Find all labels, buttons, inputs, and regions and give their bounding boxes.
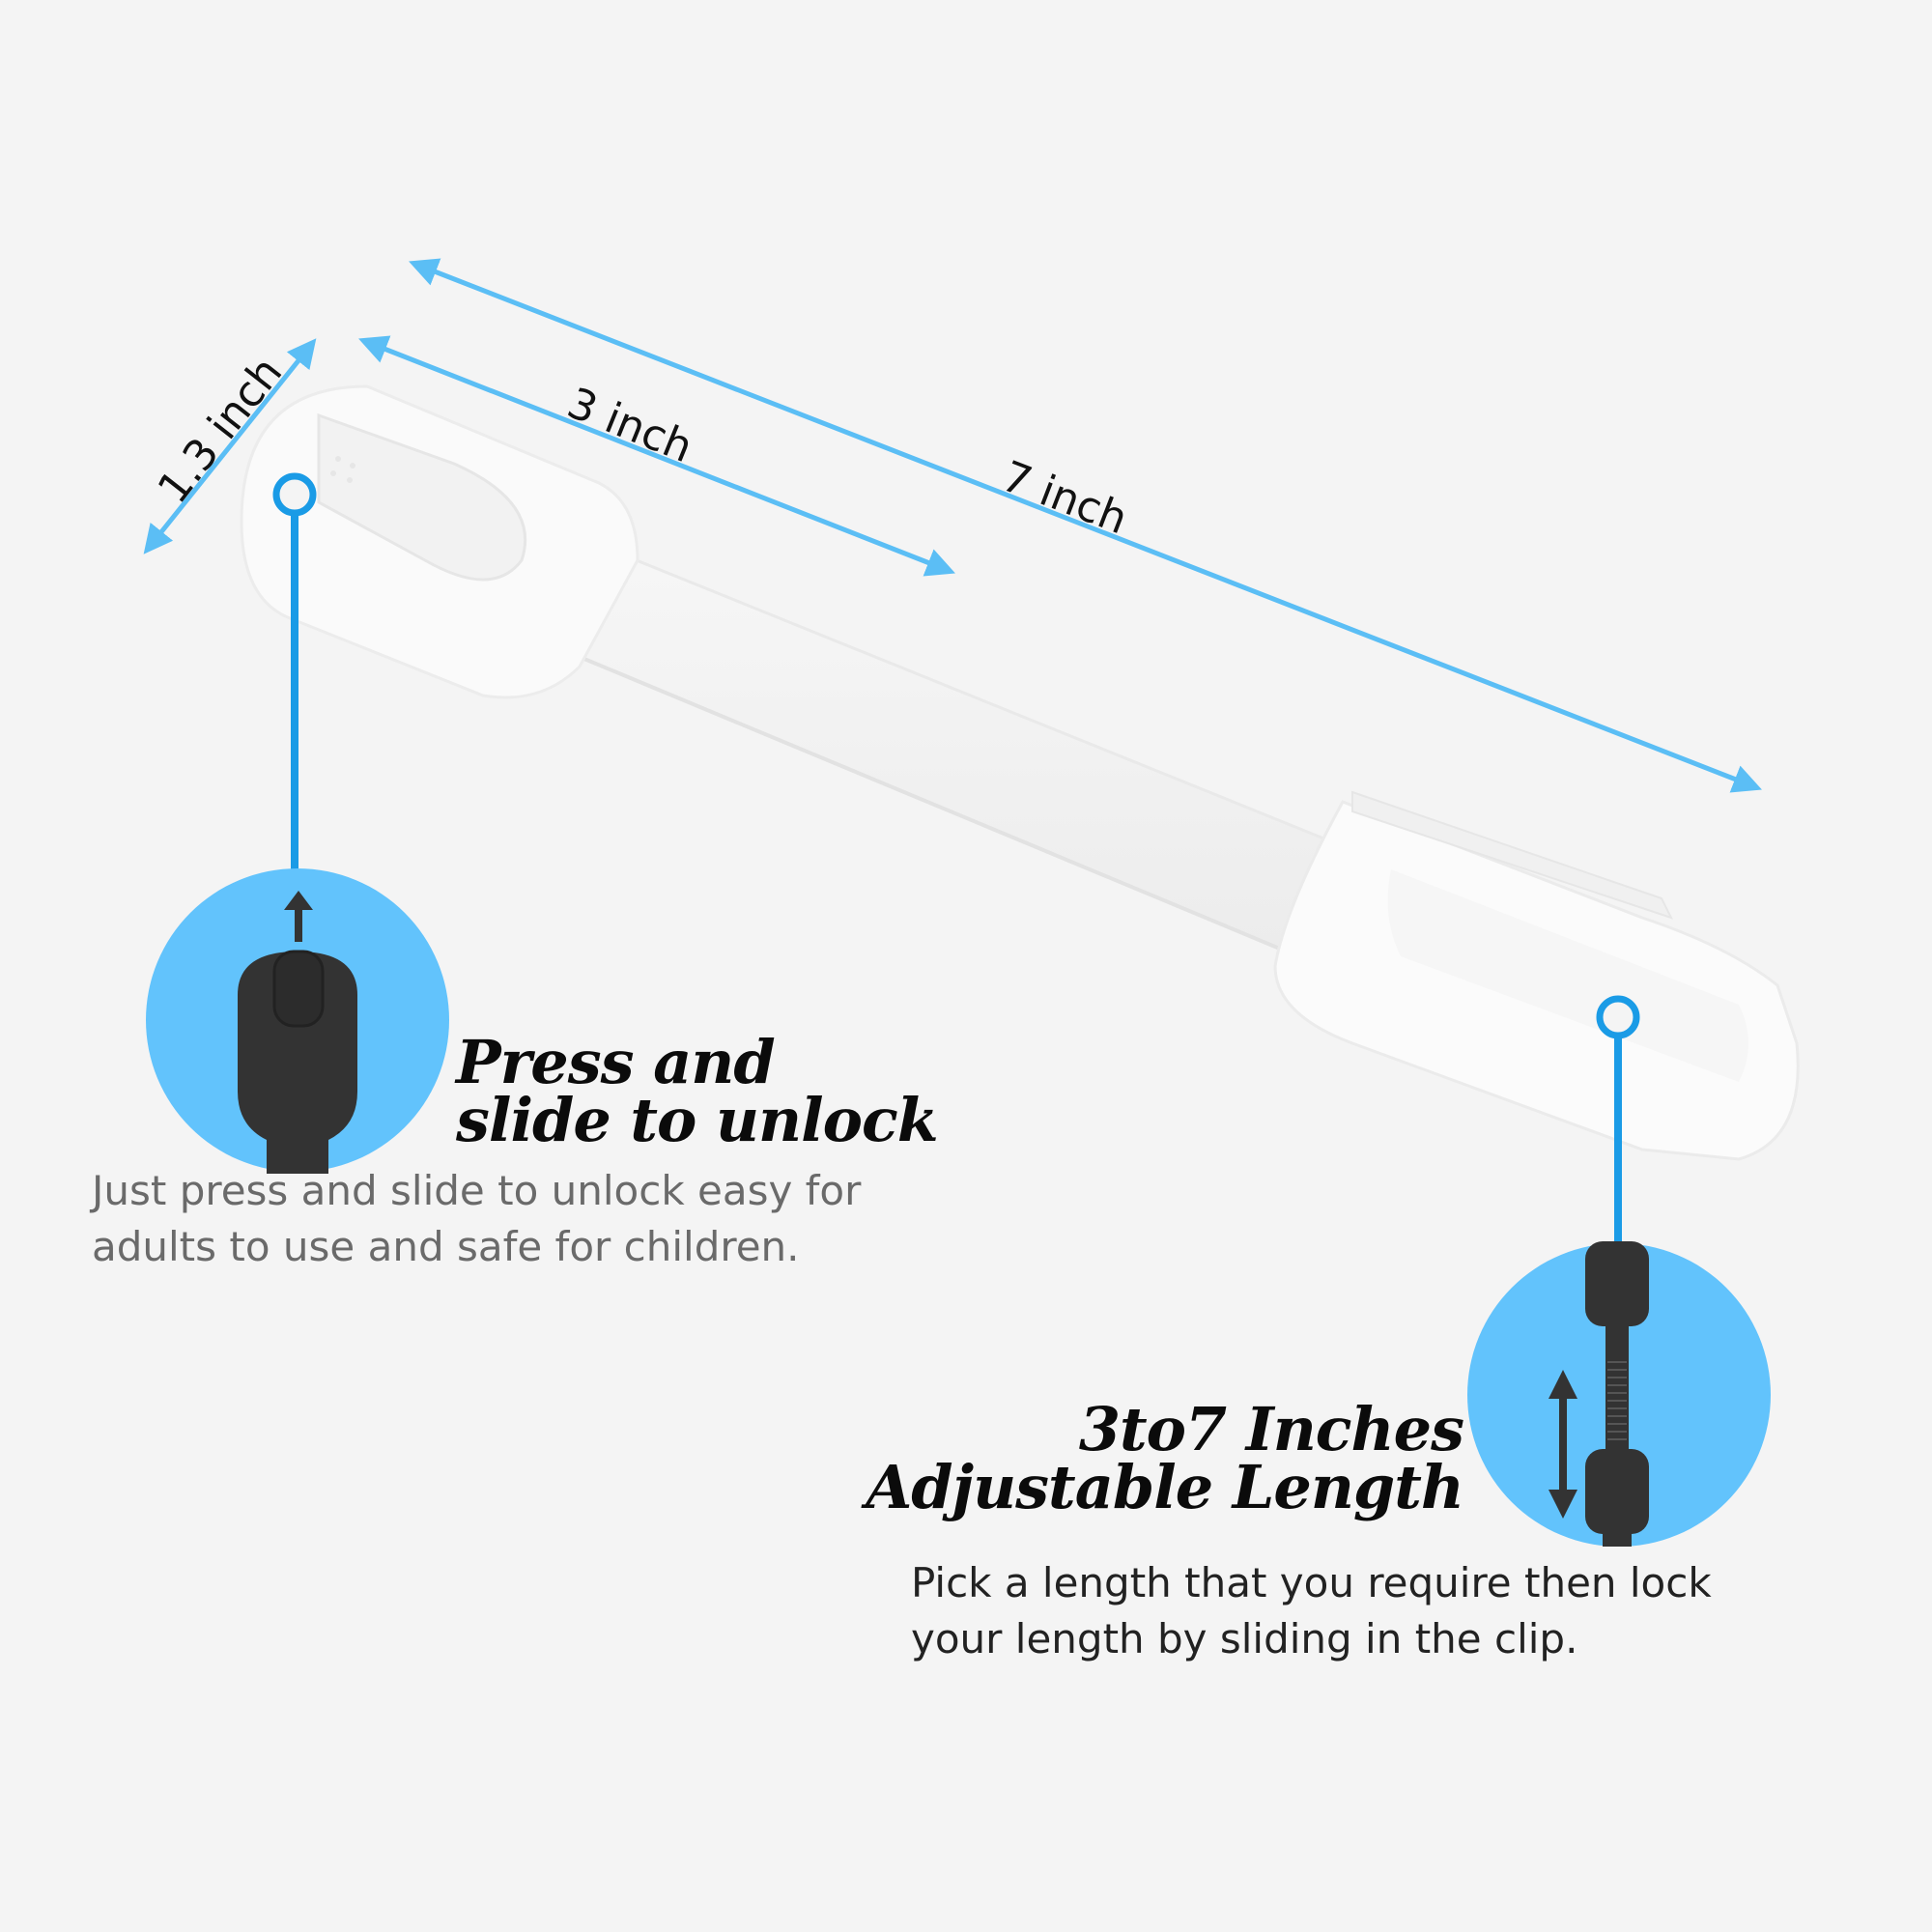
unlock-desc-line1: Just press and slide to unlock easy for [92,1167,862,1214]
left-lock-housing [240,384,639,699]
adjust-marker [1596,995,1640,1039]
unlock-marker [272,472,317,517]
unlock-desc-line2: adults to use and safe for children. [92,1223,800,1270]
adjust-description: Pick a length that you require then lock… [911,1555,1712,1667]
total-dimension-arrow [409,258,1762,793]
unlock-title: Press and slide to unlock [456,1027,939,1155]
unlock-description: Just press and slide to unlock easy for … [92,1163,861,1275]
strap-length-icon [1467,1241,1771,1547]
unlock-title-line2: slide to unlock [456,1085,939,1155]
adjust-title: 3to7 Inches Adjustable Length [866,1394,1464,1522]
adjust-desc-line1: Pick a length that you require then lock [911,1559,1712,1606]
right-clip-housing [1273,790,1800,1161]
height-dimension-arrow [143,338,317,554]
adjust-desc-line2: your length by sliding in the clip. [911,1615,1578,1662]
unlock-title-line1: Press and [456,1027,776,1097]
adjust-title-line2: Adjustable Length [866,1452,1464,1522]
adjust-title-line1: 3to7 Inches [1078,1394,1464,1464]
slide-button-icon [146,868,449,1174]
